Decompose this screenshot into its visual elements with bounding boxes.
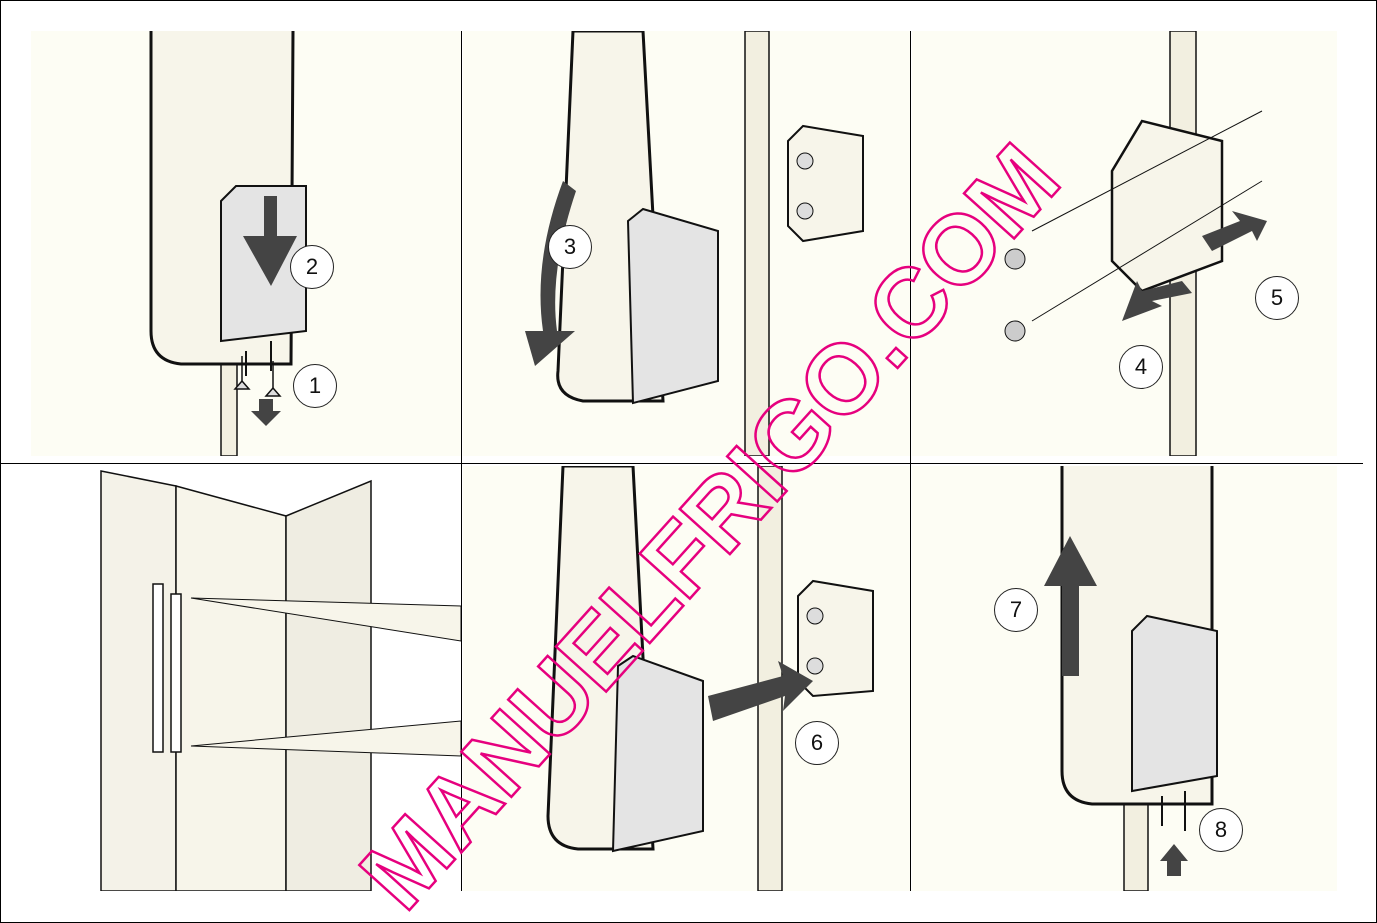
vertical-divider (461, 31, 462, 891)
step-number-6: 6 (795, 721, 839, 765)
horizontal-divider (1, 463, 1363, 464)
panel-overview (31, 466, 461, 891)
panel-step-3: 3 (463, 31, 910, 456)
step-number-1: 1 (293, 364, 337, 408)
handle-illustration (912, 466, 1337, 891)
step-number-4: 4 (1119, 345, 1163, 389)
mounting-block-illustration (912, 31, 1337, 456)
panel-step-4-5: 5 4 (912, 31, 1337, 456)
mounting-block-icon (788, 126, 863, 241)
handle-illustration (463, 466, 910, 891)
vertical-divider (910, 31, 911, 891)
step-number-3: 3 (548, 225, 592, 269)
panel-step-7-8: 7 8 (912, 466, 1337, 891)
screw-icon (31, 31, 461, 456)
step-number-8: 8 (1199, 808, 1243, 852)
step-number-7: 7 (994, 588, 1038, 632)
handle-illustration (463, 31, 910, 456)
panel-step-6: 6 (463, 466, 910, 891)
step-number-5: 5 (1255, 276, 1299, 320)
panel-step-1-2: 2 1 (31, 31, 461, 456)
fridge-illustration (31, 466, 461, 891)
step-number-2: 2 (290, 245, 334, 289)
